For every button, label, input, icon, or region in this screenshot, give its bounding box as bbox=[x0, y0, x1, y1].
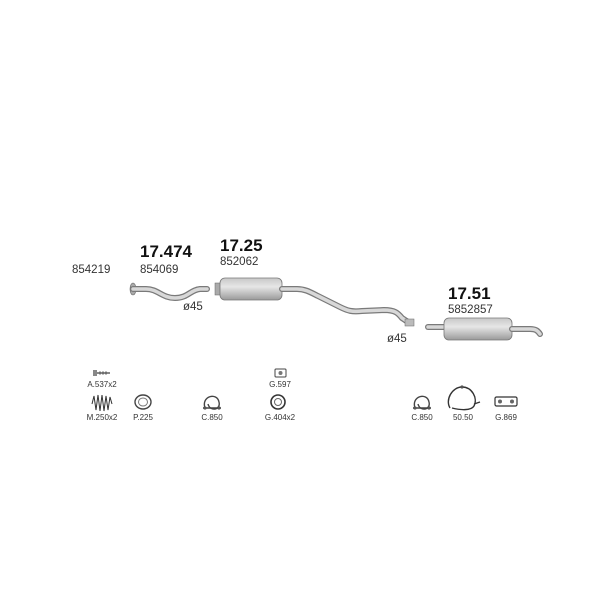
bolt-icon bbox=[93, 370, 110, 376]
accessory-label: G.404x2 bbox=[264, 413, 296, 422]
part-code-852062: 852062 bbox=[220, 256, 259, 268]
accessory-label: P.225 bbox=[133, 413, 153, 422]
middle-muffler-part bbox=[214, 277, 415, 327]
part-number-17-474: 17.474 bbox=[140, 242, 192, 261]
clamp-icon bbox=[203, 395, 221, 410]
accessory-label: C.850 bbox=[201, 413, 223, 422]
gasket-ring-icon bbox=[134, 394, 152, 410]
front-pipe-part bbox=[129, 282, 210, 302]
part-code-5852857: 5852857 bbox=[448, 304, 493, 316]
rubber-ring-icon bbox=[270, 394, 286, 410]
spring-icon bbox=[91, 394, 113, 412]
part-code-854069: 854069 bbox=[140, 264, 179, 276]
part-number-17-51: 17.51 bbox=[448, 284, 491, 303]
accessory-label: M.250x2 bbox=[86, 413, 118, 422]
rubber-bracket-icon bbox=[494, 396, 518, 407]
accessory-label: G.869 bbox=[495, 413, 517, 422]
pipe-diameter-label: ø45 bbox=[387, 333, 407, 345]
pipe-diameter-label: ø45 bbox=[183, 301, 203, 313]
rubber-mount-icon bbox=[274, 368, 287, 378]
accessory-label: G.597 bbox=[269, 380, 291, 389]
accessory-label: 50.50 bbox=[452, 413, 474, 422]
rear-muffler-part bbox=[425, 317, 543, 341]
accessory-label: A.537x2 bbox=[87, 380, 117, 389]
part-code-854219: 854219 bbox=[72, 264, 111, 276]
hanger-strap-icon bbox=[447, 385, 481, 411]
clamp-icon bbox=[413, 395, 431, 410]
accessory-label: C.850 bbox=[411, 413, 433, 422]
part-number-17-25: 17.25 bbox=[220, 236, 263, 255]
